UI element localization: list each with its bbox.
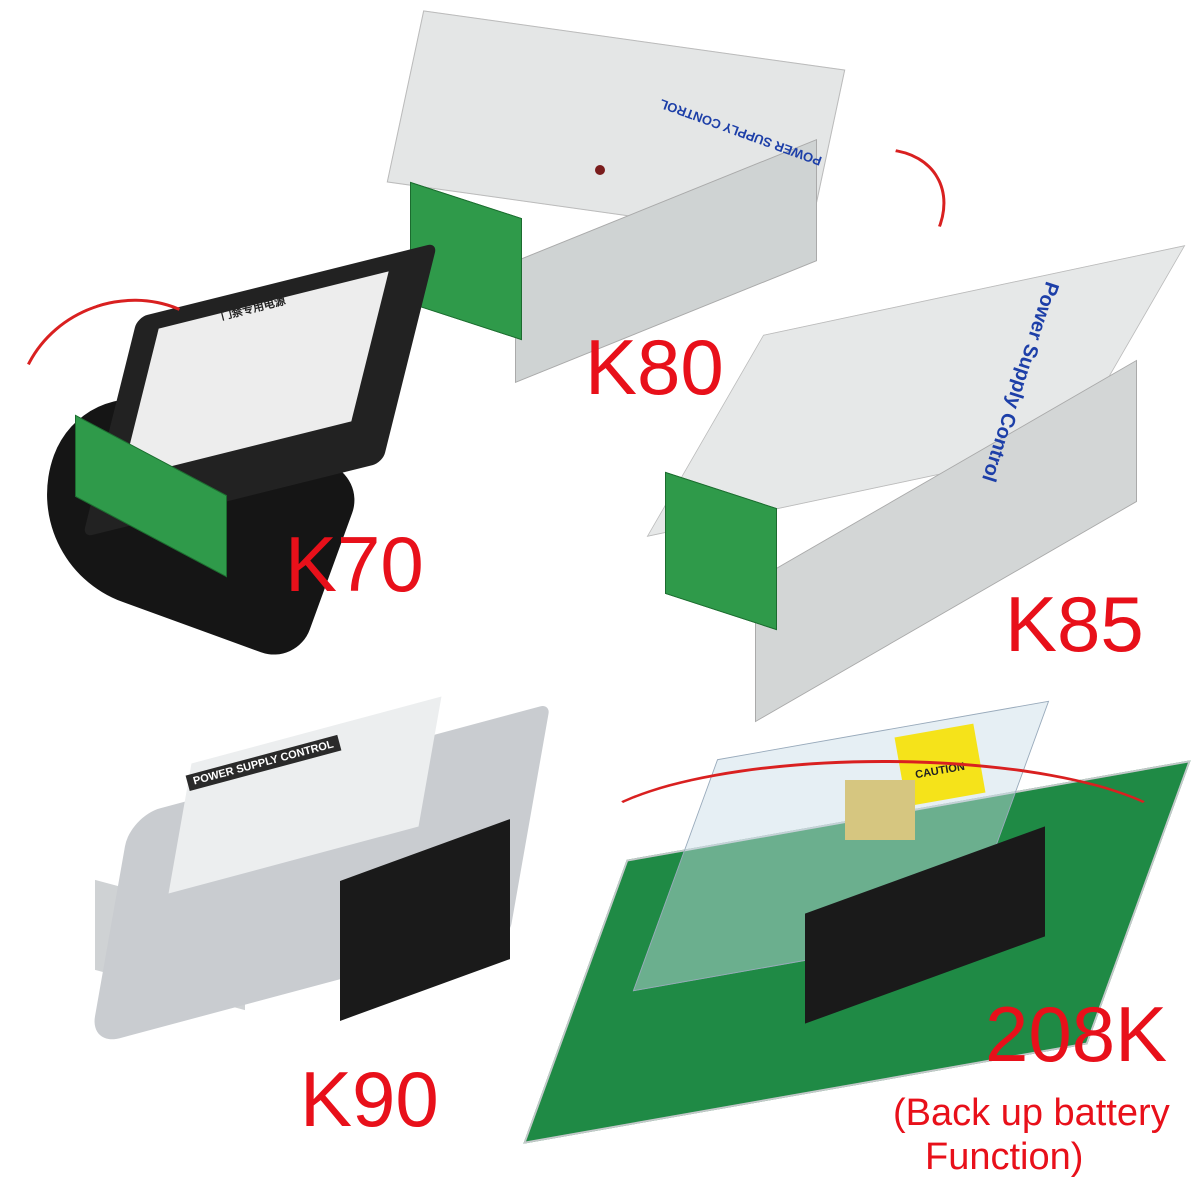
k85-label: K85 xyxy=(1005,580,1144,668)
k80-power-led xyxy=(595,165,605,175)
208k-label: 208K xyxy=(985,990,1168,1078)
k90-label: K90 xyxy=(300,1055,439,1143)
k80-label: K80 xyxy=(585,323,724,411)
208k-note-line1: (Back up battery xyxy=(893,1092,1170,1134)
k70-label: K70 xyxy=(285,520,424,608)
208k-wire xyxy=(580,760,1186,926)
k80-device: POWER SUPPLY CONTROL xyxy=(386,10,846,384)
208k-note-line2: Function) xyxy=(925,1136,1084,1178)
